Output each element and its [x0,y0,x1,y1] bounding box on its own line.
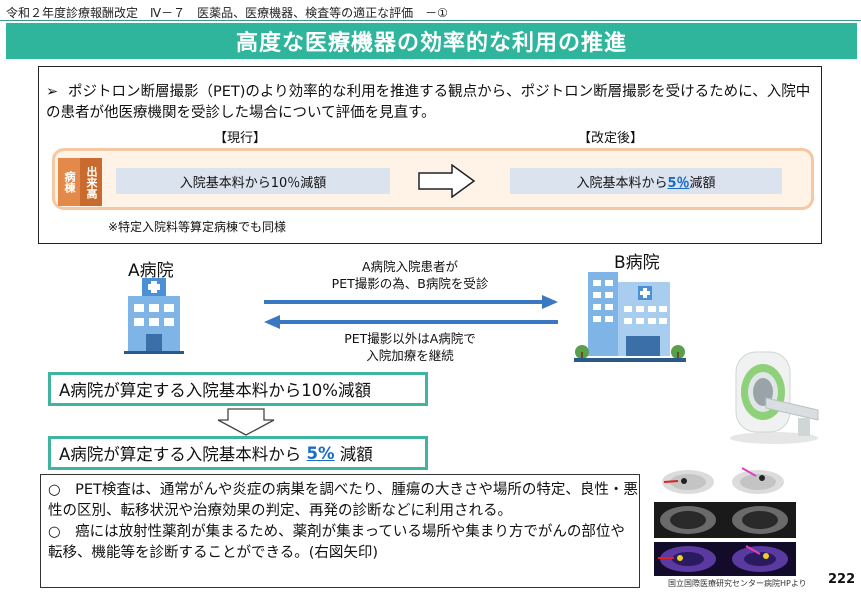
pet-scanner-image [726,346,822,450]
result-after-suffix: 減額 [335,441,373,465]
result-after-highlight: 5% [307,444,335,463]
result-before-text: A病院が算定する入院基本料から10%減額 [59,377,371,401]
explanation-item-1: ○ PET検査は、通常がんや炎症の病巣を調べたり、腫瘍の大きさや場所の特定、良性… [48,480,638,522]
revised-rule-prefix: 入院基本料から [576,172,667,191]
page-number: 222 [828,572,855,587]
image-credit: 国立国際医療研究センター病院HPより [668,578,807,589]
flow-to-b-line1: A病院入院患者が [270,258,550,275]
explanation-item-2: ○ 癌には放射性薬剤が集まるため、薬剤が集まっている場所や集まり方でがんの部位や… [48,522,638,564]
summary-body: ポジトロン断層撮影（PET)のより効率的な利用を推進する観点から、ポジトロン断層… [46,84,810,121]
summary-text: ➢ポジトロン断層撮影（PET)のより効率的な利用を推進する観点から、ポジトロン断… [46,82,816,124]
current-rule: 入院基本料から10％減額 [116,168,390,194]
current-label: 【現行】 [214,127,266,146]
arrow-right-icon [264,294,558,313]
bullet-arrow-icon: ➢ [46,82,68,103]
result-before: A病院が算定する入院基本料から10%減額 [48,372,428,406]
page-title: 高度な医療機器の効率的な利用の推進 [236,25,627,57]
flow-to-b-text: A病院入院患者が PET撮影の為、B病院を受診 [270,258,550,292]
result-after-prefix: A病院が算定する入院基本料から [59,441,307,465]
right-arrow-icon [418,164,476,202]
flow-to-a-line1: PET撮影以外はA病院で [270,330,550,347]
pet-scan-images [654,466,796,580]
header-divider [0,20,861,21]
tag-ward: 病棟 [58,158,80,206]
tag-fee-for-service: 出来高 [80,158,102,206]
current-rule-text: 入院基本料から10％減額 [180,172,327,191]
title-bar: 高度な医療機器の効率的な利用の推進 [6,23,857,59]
breadcrumb: 令和２年度診療報酬改定 Ⅳ－７ 医薬品、医療機器、検査等の適正な評価 －① [6,4,448,21]
explanation-text: ○ PET検査は、通常がんや炎症の病巣を調べたり、腫瘍の大きさや場所の特定、良性… [48,480,638,564]
result-after: A病院が算定する入院基本料から 5% 減額 [48,436,428,470]
revised-rule-highlight: 5％ [667,172,689,191]
revised-label: 【改定後】 [578,127,643,146]
note: ※特定入院料等算定病棟でも同様 [108,218,286,235]
flow-to-b-line2: PET撮影の為、B病院を受診 [270,275,550,292]
flow-to-a-text: PET撮影以外はA病院で 入院加療を継続 [270,330,550,364]
hospital-a-icon [124,276,184,358]
hospital-b-icon [574,266,686,368]
flow-to-a-line2: 入院加療を継続 [270,347,550,364]
revised-rule-suffix: 減額 [690,172,716,191]
